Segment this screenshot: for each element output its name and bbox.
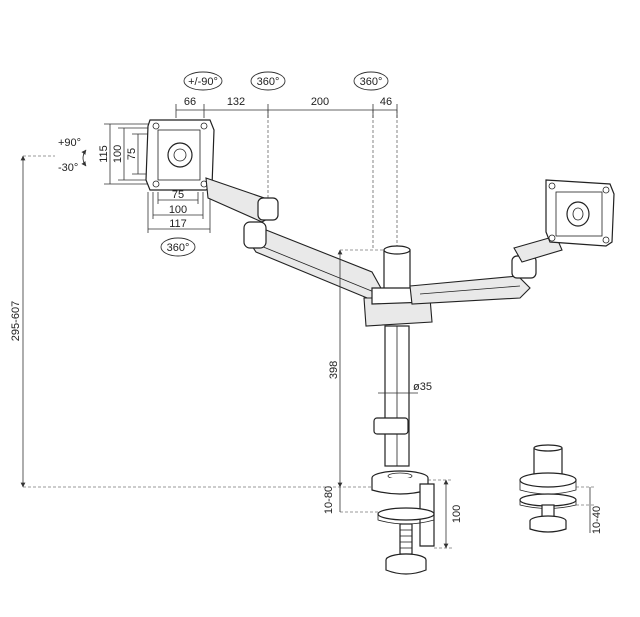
right-arm xyxy=(409,235,563,305)
pole-diameter-dimension: ø35 xyxy=(378,381,432,394)
vesa-dim-117: 117 xyxy=(169,218,187,230)
rotation-label-tilt-swivel: +/-90° xyxy=(188,76,218,88)
grommet-mount xyxy=(519,444,577,533)
height-range-dimension: 295-607 xyxy=(10,155,372,488)
tilt-up-label: +90° xyxy=(58,137,81,149)
clamp-height-label: 100 xyxy=(451,505,463,523)
arm-dim-66: 66 xyxy=(184,96,196,108)
clamp-height-dimension: 100 xyxy=(428,479,463,549)
rotation-badge-joint-two: 360° xyxy=(353,71,389,91)
grommet-range-label: 10-40 xyxy=(591,506,603,534)
pole-diameter-label: ø35 xyxy=(413,381,432,393)
vesa-dim-75-horizontal: 75 xyxy=(172,189,184,201)
clamp-range-dimension: 10-80 xyxy=(323,486,378,514)
pole-height-label: 398 xyxy=(328,361,340,379)
desk-clamp xyxy=(371,470,435,575)
arm-dim-132: 132 xyxy=(227,96,245,108)
vesa-dim-100-horizontal: 100 xyxy=(169,204,187,216)
pole-height-dimension: 398 xyxy=(328,249,384,488)
left-arm xyxy=(205,177,383,301)
vesa-dimensions: 115 100 75 75 100 117 xyxy=(98,123,211,233)
arm-dimension-line: 66 132 200 46 xyxy=(175,96,398,250)
rotation-badge-tilt-swivel: +/-90° xyxy=(183,71,223,91)
rotation-badge-plate: 360° xyxy=(160,237,196,257)
vesa-dim-100-vertical: 100 xyxy=(112,145,124,163)
vesa-dim-115: 115 xyxy=(98,145,110,163)
height-range-label: 295-607 xyxy=(10,301,22,341)
tilt-down-label: -30° xyxy=(58,162,78,174)
left-vesa-plate xyxy=(145,119,215,191)
rotation-label-joint-one: 360° xyxy=(257,76,280,88)
rotation-badge-joint-one: 360° xyxy=(250,71,286,91)
tilt-indicator: +90° -30° xyxy=(58,137,87,174)
rotation-label-joint-two: 360° xyxy=(360,76,383,88)
vesa-dim-75-vertical: 75 xyxy=(126,148,138,160)
arm-dim-200: 200 xyxy=(311,96,329,108)
grommet-range-dimension: 10-40 xyxy=(576,486,603,534)
right-vesa-plate xyxy=(545,179,615,247)
arm-dim-46: 46 xyxy=(380,96,392,108)
rotation-label-plate: 360° xyxy=(167,242,190,254)
clamp-range-label: 10-80 xyxy=(323,486,335,514)
